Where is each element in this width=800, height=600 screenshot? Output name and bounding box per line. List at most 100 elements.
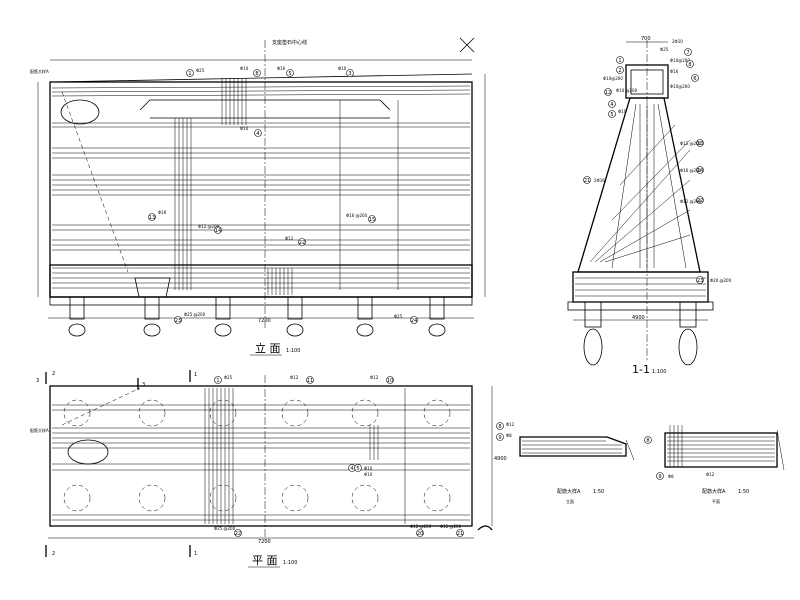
section-scale: 1:100 — [652, 369, 666, 375]
svg-text:Φ16 @200: Φ16 @200 — [680, 168, 702, 173]
detail-a-elev-title: 配筋大样A — [557, 488, 581, 495]
svg-text:1: 1 — [194, 551, 197, 557]
svg-text:Φ12 @200: Φ12 @200 — [410, 524, 432, 529]
svg-text:Φ10: Φ10 — [240, 126, 249, 131]
svg-text:1: 1 — [618, 58, 621, 64]
svg-text:24: 24 — [411, 318, 417, 324]
svg-text:14: 14 — [697, 168, 703, 174]
svg-text:2: 2 — [52, 371, 55, 377]
svg-text:Φ12 @200: Φ12 @200 — [680, 199, 702, 204]
elevation-top-note: 支座垫石中心线 — [272, 39, 307, 46]
section-rebars — [589, 103, 691, 269]
svg-text:Φ25: Φ25 — [196, 68, 205, 73]
elevation-diagonal-dash — [61, 91, 129, 273]
svg-text:13: 13 — [697, 141, 703, 147]
elevation-footing — [49, 264, 473, 298]
svg-text:Φ10: Φ10 — [364, 466, 373, 471]
plan-detail-callout — [67, 439, 109, 465]
svg-text:Φ12 @200: Φ12 @200 — [440, 524, 462, 529]
svg-text:Φ10: Φ10 — [364, 472, 373, 477]
svg-text:Φ12: Φ12 — [370, 375, 379, 380]
svg-text:Φ16: Φ16 — [670, 69, 679, 74]
elevation-piles — [68, 296, 446, 337]
detail-a-plan-subtitle: 平面 — [712, 499, 720, 504]
svg-text:14: 14 — [215, 228, 221, 234]
plan-horizontal-rebars — [52, 404, 470, 521]
svg-text:15: 15 — [369, 217, 375, 223]
elevation-vertical-rebars — [174, 78, 399, 295]
section-top-dim: 700 — [641, 36, 651, 42]
detail-a-elev-scale: 1:50 — [593, 489, 604, 495]
svg-text:Φ8: Φ8 — [506, 433, 512, 438]
svg-text:3: 3 — [348, 71, 351, 77]
detail-a-plan-title: 配筋大样A — [702, 488, 726, 495]
svg-text:3: 3 — [142, 382, 145, 388]
svg-text:2Φ16: 2Φ16 — [594, 178, 605, 183]
svg-text:Φ12: Φ12 — [290, 375, 299, 380]
svg-text:22: 22 — [299, 240, 305, 246]
plan-title: 平 面 — [252, 554, 278, 567]
svg-text:3: 3 — [36, 378, 39, 384]
svg-text:Φ16 @200: Φ16 @200 — [346, 213, 368, 218]
plan-section-marks: 3 2 3 1 2 1 — [36, 370, 197, 557]
svg-text:4: 4 — [350, 466, 353, 472]
plan-diagonal-dash — [61, 387, 141, 426]
section-pile-right — [679, 301, 697, 328]
elevation-bottom-dim-text: 7200 — [258, 318, 271, 324]
svg-text:Φ25 @200: Φ25 @200 — [184, 312, 206, 317]
svg-text:1: 1 — [194, 372, 197, 378]
svg-text:6: 6 — [693, 76, 696, 82]
svg-text:23: 23 — [175, 318, 181, 324]
svg-text:Φ10@200: Φ10@200 — [670, 84, 690, 89]
plan-side-dim: 4900 — [494, 456, 507, 462]
svg-text:Φ16: Φ16 — [158, 210, 167, 215]
section-footing — [572, 271, 709, 303]
section-pier-body — [577, 97, 701, 273]
plan-bottom-dim: 7200 — [258, 539, 271, 545]
plan-arrow-icon — [477, 525, 493, 531]
svg-text:Φ10 @200: Φ10 @200 — [616, 88, 638, 93]
svg-text:4: 4 — [610, 102, 613, 108]
svg-text:Φ25 @200: Φ25 @200 — [214, 526, 236, 531]
svg-text:1: 1 — [188, 71, 191, 77]
svg-text:Φ12 @200: Φ12 @200 — [198, 224, 220, 229]
svg-text:Φ10: Φ10 — [618, 109, 627, 114]
elevation-title: 立 面 — [255, 341, 281, 355]
svg-text:9: 9 — [498, 435, 501, 441]
svg-text:8: 8 — [255, 71, 258, 77]
svg-text:Φ20 @200: Φ20 @200 — [710, 278, 732, 283]
elevation-detail-callout — [60, 99, 100, 125]
section-ground — [567, 301, 714, 311]
svg-text:22: 22 — [697, 198, 703, 204]
svg-text:4: 4 — [256, 131, 259, 137]
elevation-detail-label: 配筋大样A — [30, 68, 49, 74]
svg-text:21: 21 — [584, 178, 590, 184]
svg-text:8: 8 — [498, 424, 501, 430]
svg-text:23: 23 — [697, 278, 703, 284]
svg-text:Φ10@200: Φ10@200 — [603, 76, 623, 81]
svg-text:11: 11 — [307, 378, 313, 384]
svg-text:Φ12: Φ12 — [285, 236, 294, 241]
svg-text:21: 21 — [457, 531, 463, 537]
svg-text:5: 5 — [610, 112, 613, 118]
section-pile-left — [584, 301, 602, 328]
svg-text:2Φ10: 2Φ10 — [672, 39, 683, 44]
svg-text:20: 20 — [417, 531, 423, 537]
detail-a-elevation: 8 Φ12 9 Φ8 配筋大样A 1:50 立面 — [496, 422, 635, 504]
svg-text:Φ16: Φ16 — [277, 66, 286, 71]
detail-a-elev-subtitle: 立面 — [566, 498, 574, 504]
cut-symbol-icon — [459, 37, 475, 53]
plan-vertical-rebars — [204, 388, 406, 524]
plan-scale: 1:100 — [283, 560, 297, 566]
section-bottom-dim: 4900 — [632, 315, 645, 321]
svg-text:Φ10@200: Φ10@200 — [670, 58, 690, 63]
elevation-pile-head — [134, 277, 171, 298]
svg-text:Φ25: Φ25 — [394, 314, 403, 319]
